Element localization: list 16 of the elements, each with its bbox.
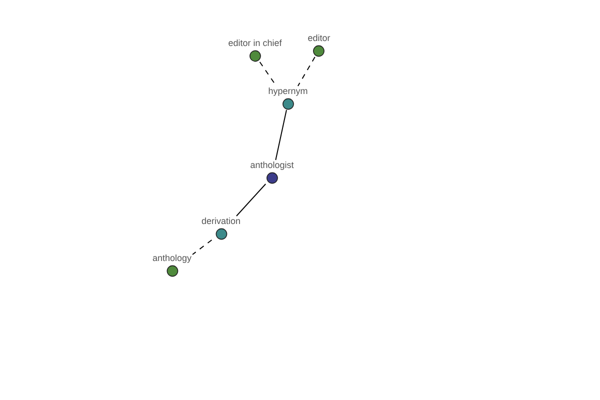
graph-node [306, 33, 332, 57]
node-label: editor [306, 33, 332, 44]
node-label: editor in chief [227, 38, 283, 49]
graph-node [151, 253, 193, 277]
connector-line [297, 56, 316, 86]
connector-line [236, 184, 266, 216]
node-label: anthology [151, 253, 193, 264]
node-label: hypernym [267, 86, 309, 97]
graph-node [227, 38, 283, 62]
connector-line [275, 110, 287, 160]
node-label: anthologist [249, 160, 295, 171]
graph-node [200, 216, 242, 240]
graph-node [267, 86, 309, 110]
graph-node [249, 160, 295, 184]
node-label: derivation [200, 216, 242, 227]
connector-line [192, 240, 212, 255]
